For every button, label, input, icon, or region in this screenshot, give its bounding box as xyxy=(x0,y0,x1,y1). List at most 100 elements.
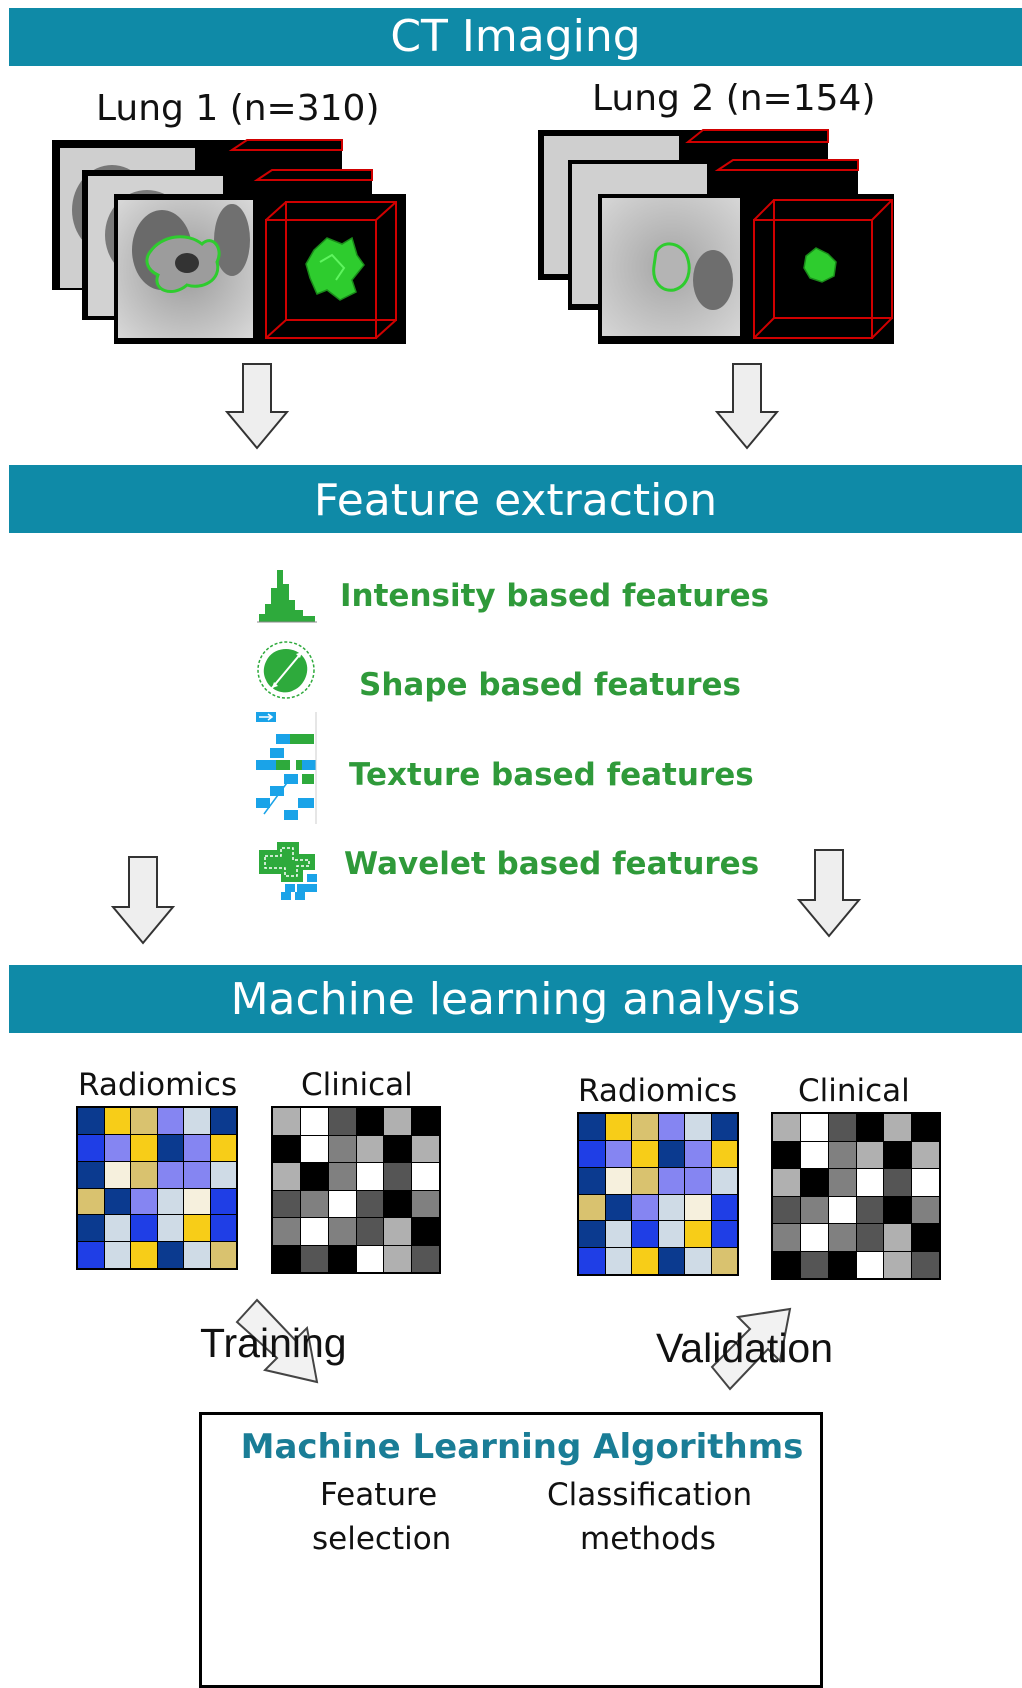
clinical-validation-label: Clinical xyxy=(798,1073,910,1109)
validation-arrow-icon xyxy=(710,1307,792,1391)
matrix-cell xyxy=(412,1190,439,1217)
matrix-cell xyxy=(131,1161,157,1188)
matrix-cell xyxy=(104,1108,130,1134)
matrix-cell xyxy=(104,1215,130,1242)
matrix-cell xyxy=(884,1141,912,1168)
arrow-down-icon xyxy=(714,363,780,450)
matrix-cell xyxy=(828,1251,856,1278)
matrix-cell xyxy=(328,1218,356,1245)
matrix-cell xyxy=(356,1135,384,1162)
matrix-cell xyxy=(658,1194,684,1221)
matrix-cell xyxy=(711,1221,737,1248)
matrix-cell xyxy=(884,1224,912,1251)
wavelet-icon xyxy=(259,842,317,900)
matrix-cell xyxy=(131,1108,157,1134)
matrix-cell xyxy=(605,1114,631,1140)
matrix-cell xyxy=(328,1190,356,1217)
matrix-cell xyxy=(273,1190,300,1217)
matrix-cell xyxy=(104,1134,130,1161)
matrix-cell xyxy=(384,1218,412,1245)
feature-intensity-label: Intensity based features xyxy=(340,578,770,614)
matrix-cell xyxy=(658,1140,684,1167)
matrix-cell xyxy=(884,1169,912,1196)
matrix-cell xyxy=(632,1194,658,1221)
matrix-cell xyxy=(273,1135,300,1162)
matrix-cell xyxy=(328,1163,356,1190)
clinical-matrix-training xyxy=(271,1106,441,1274)
matrix-cell xyxy=(912,1224,939,1251)
matrix-cell xyxy=(131,1134,157,1161)
matrix-cell xyxy=(605,1248,631,1274)
matrix-cell xyxy=(685,1167,711,1194)
matrix-cell xyxy=(210,1134,236,1161)
matrix-cell xyxy=(884,1114,912,1141)
matrix-cell xyxy=(773,1224,800,1251)
matrix-cell xyxy=(300,1135,328,1162)
matrix-cell xyxy=(632,1140,658,1167)
matrix-cell xyxy=(711,1248,737,1274)
matrix-cell xyxy=(300,1245,328,1272)
matrix-cell xyxy=(828,1114,856,1141)
shape-icon xyxy=(257,641,315,699)
radiomics-matrix-training xyxy=(76,1106,238,1270)
matrix-cell xyxy=(184,1108,210,1134)
radiomics-matrix-validation xyxy=(577,1112,739,1276)
matrix-cell xyxy=(828,1196,856,1223)
matrix-cell xyxy=(579,1194,605,1221)
matrix-cell xyxy=(131,1242,157,1268)
matrix-cell xyxy=(912,1114,939,1141)
cohort-lung1-label: Lung 1 (n=310) xyxy=(96,88,380,129)
matrix-cell xyxy=(579,1248,605,1274)
matrix-cell xyxy=(412,1135,439,1162)
matrix-cell xyxy=(828,1224,856,1251)
matrix-cell xyxy=(632,1167,658,1194)
algorithms-box: Machine Learning Algorithms Feature sele… xyxy=(199,1412,823,1688)
matrix-cell xyxy=(773,1196,800,1223)
feature-texture-label: Texture based features xyxy=(349,757,754,793)
matrix-cell xyxy=(912,1251,939,1278)
matrix-cell xyxy=(300,1108,328,1135)
matrix-cell xyxy=(605,1221,631,1248)
matrix-cell xyxy=(131,1215,157,1242)
matrix-cell xyxy=(632,1114,658,1140)
matrix-cell xyxy=(828,1141,856,1168)
matrix-cell xyxy=(273,1245,300,1272)
matrix-cell xyxy=(800,1141,828,1168)
matrix-cell xyxy=(157,1242,183,1268)
validation-label: Validation xyxy=(656,1325,834,1371)
matrix-cell xyxy=(78,1108,104,1134)
matrix-cell xyxy=(157,1161,183,1188)
feature-shape-label: Shape based features xyxy=(359,667,741,703)
matrix-cell xyxy=(856,1141,884,1168)
classification-methods-line2: methods xyxy=(580,1521,716,1557)
algorithms-title: Machine Learning Algorithms xyxy=(240,1427,804,1467)
matrix-cell xyxy=(104,1188,130,1215)
cohort-lung2-label: Lung 2 (n=154) xyxy=(592,78,876,119)
matrix-cell xyxy=(856,1196,884,1223)
matrix-cell xyxy=(356,1190,384,1217)
matrix-cell xyxy=(711,1114,737,1140)
feature-selection-line1: Feature xyxy=(320,1477,438,1513)
matrix-cell xyxy=(384,1190,412,1217)
matrix-cell xyxy=(273,1108,300,1135)
matrix-cell xyxy=(273,1218,300,1245)
matrix-cell xyxy=(912,1141,939,1168)
matrix-cell xyxy=(579,1114,605,1140)
arrow-down-icon xyxy=(110,856,176,945)
matrix-cell xyxy=(884,1251,912,1278)
matrix-cell xyxy=(800,1251,828,1278)
lung1-ct-stack xyxy=(52,139,406,344)
matrix-cell xyxy=(210,1215,236,1242)
matrix-cell xyxy=(78,1161,104,1188)
matrix-cell xyxy=(800,1114,828,1141)
matrix-cell xyxy=(773,1114,800,1141)
matrix-cell xyxy=(632,1248,658,1274)
matrix-cell xyxy=(884,1196,912,1223)
matrix-cell xyxy=(579,1221,605,1248)
radiomics-training-label: Radiomics xyxy=(78,1067,238,1103)
matrix-cell xyxy=(328,1135,356,1162)
matrix-cell xyxy=(210,1108,236,1134)
matrix-cell xyxy=(773,1169,800,1196)
matrix-cell xyxy=(328,1108,356,1135)
training-arrow-icon xyxy=(235,1298,319,1384)
